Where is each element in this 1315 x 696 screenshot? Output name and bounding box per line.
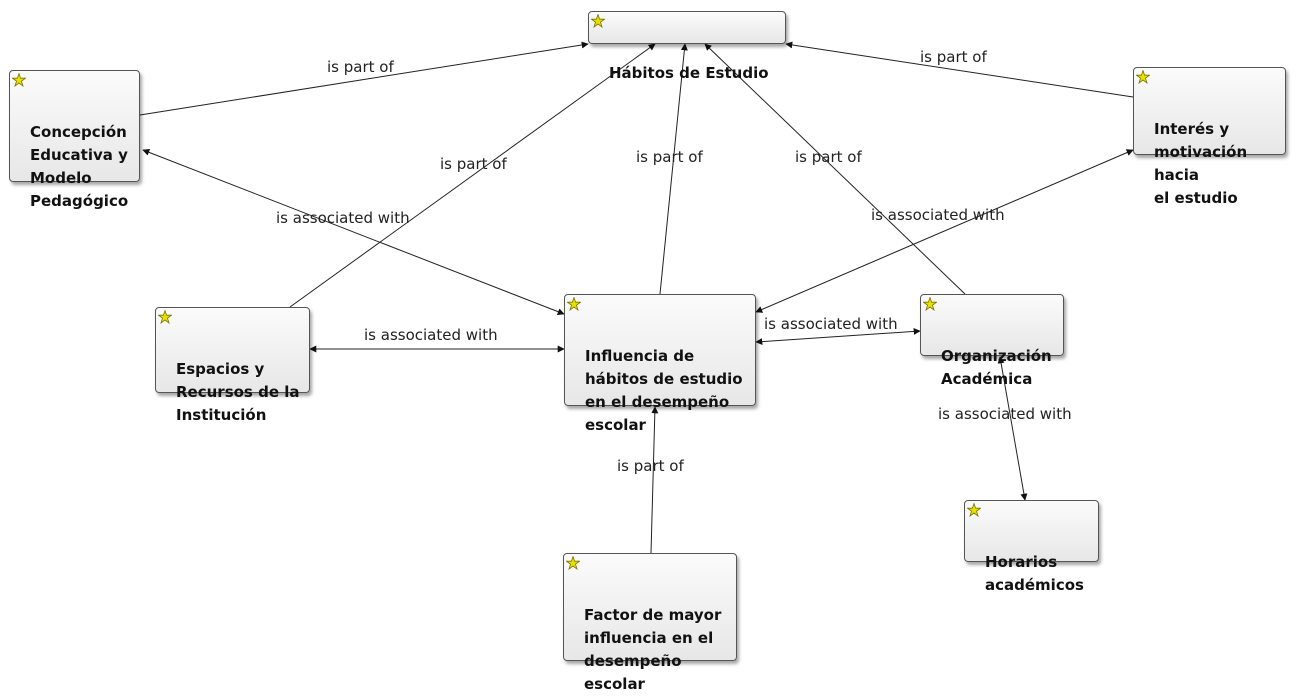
concept-star-icon — [591, 14, 605, 28]
node-horarios-academicos[interactable]: Horarios académicos — [964, 500, 1099, 594]
edge-interes-to-habitos[interactable] — [785, 41, 1134, 98]
edge-label-organizacion-horarios: is associated with — [938, 405, 1072, 423]
node-factor-de-mayor-influencia[interactable]: Factor de mayor influencia en el desempe… — [563, 553, 737, 693]
edge-label-influencia-habitos: is part of — [636, 148, 703, 166]
concept-star-icon — [967, 503, 981, 517]
node-label: Horarios académicos — [985, 553, 1084, 594]
edge-label-concepcion-habitos: is part of — [327, 58, 394, 76]
edge-espacios-to-habitos[interactable] — [289, 43, 656, 308]
edge-label-organizacion-habitos: is part of — [795, 148, 862, 166]
edge-label-concepcion-influencia: is associated with — [276, 209, 410, 227]
edge-label-interes-habitos: is part of — [920, 48, 987, 66]
edge-organizacion-to-horarios[interactable] — [997, 356, 1028, 501]
edge-label-influencia-organizacion: is associated with — [764, 315, 898, 333]
edge-concepcion-to-habitos[interactable] — [139, 41, 589, 116]
edge-influencia-to-habitos[interactable] — [659, 43, 688, 295]
node-influencia-de-habitos[interactable]: Influencia de hábitos de estudio en el d… — [564, 294, 756, 434]
node-concepcion-educativa[interactable]: Concepción Educativa y Modelo Pedagógico — [9, 70, 140, 210]
node-label: Influencia de hábitos de estudio en el d… — [585, 347, 743, 434]
edge-concepcion-to-influencia[interactable] — [142, 149, 565, 315]
node-label: Organización Académica — [941, 347, 1052, 388]
edge-label-espacios-habitos: is part of — [440, 155, 507, 173]
edge-influencia-to-organizacion[interactable] — [755, 327, 921, 346]
node-espacios-y-recursos[interactable]: Espacios y Recursos de la Institución — [155, 307, 310, 424]
node-organizacion-academica[interactable]: Organización Académica — [920, 294, 1064, 388]
concept-star-icon — [923, 297, 937, 311]
node-habitos-de-estudio[interactable]: Hábitos de Estudio — [588, 11, 786, 82]
edge-label-espacios-influencia: is associated with — [364, 326, 498, 344]
concept-star-icon — [12, 73, 26, 87]
node-interes-y-motivacion[interactable]: Interés y motivación hacia el estudio — [1133, 67, 1286, 207]
node-label: Interés y motivación hacia el estudio — [1154, 120, 1248, 207]
concept-star-icon — [566, 556, 580, 570]
concept-star-icon — [567, 297, 581, 311]
edge-label-interes-influencia: is associated with — [871, 206, 1005, 224]
node-label: Factor de mayor influencia en el desempe… — [584, 606, 722, 693]
node-label: Concepción Educativa y Modelo Pedagógico — [30, 123, 129, 210]
concept-star-icon — [158, 310, 172, 324]
edge-factor-to-influencia[interactable] — [650, 406, 659, 554]
edge-interes-to-influencia[interactable] — [755, 149, 1134, 313]
relationship-edges: is part of is part of is part of is part… — [139, 41, 1134, 554]
node-label: Espacios y Recursos de la Institución — [176, 360, 300, 424]
concept-star-icon — [1136, 70, 1150, 84]
node-label: Hábitos de Estudio — [609, 64, 769, 82]
edge-label-factor-influencia: is part of — [617, 457, 684, 475]
